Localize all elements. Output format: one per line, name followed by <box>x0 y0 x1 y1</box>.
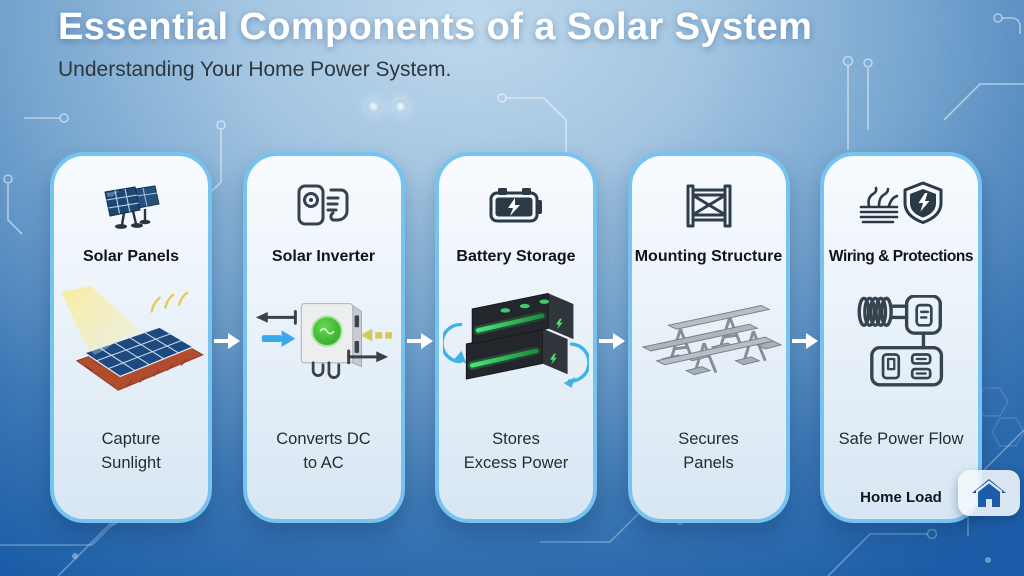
rooftop-solar-array-illustration <box>61 286 204 391</box>
home-button[interactable] <box>958 470 1020 516</box>
stacked-batteries-illustration <box>443 292 589 388</box>
card-solar-panels: Solar Panels <box>50 152 212 523</box>
flow-arrow-icon <box>407 332 433 350</box>
solar-panels-icon <box>104 185 160 229</box>
flow-arrow-icon <box>792 332 818 350</box>
glow-node <box>394 100 407 113</box>
flow-arrow-icon <box>214 332 240 350</box>
card-title: Battery Storage <box>456 248 576 265</box>
mounting-rails-illustration <box>640 305 782 376</box>
card-title: Solar Panels <box>82 248 180 265</box>
component-cards-row: Solar Panels <box>50 152 982 523</box>
card-solar-inverter: Solar Inverter <box>242 152 405 523</box>
card-title: Mounting Structure <box>634 248 783 265</box>
page-subtitle: Understanding Your Home Power System. <box>58 58 452 81</box>
scaffold-frame-icon <box>686 184 731 228</box>
wiring-shield-icon <box>859 181 943 224</box>
card-title: Solar Inverter <box>271 248 376 265</box>
card-caption: Secures Panels <box>678 430 739 472</box>
battery-bolt-icon <box>489 188 542 223</box>
page-title: Essential Components of a Solar System <box>58 6 813 48</box>
card-mounting-structure: Mounting Structure <box>627 152 790 523</box>
flow-arrow-icon <box>599 332 625 350</box>
inverter-icon <box>297 184 348 226</box>
card-caption: Safe Power Flow <box>838 430 964 448</box>
card-wiring-protections: Wiring & Protections <box>820 152 982 523</box>
inverter-box-illustration <box>255 302 392 379</box>
card-caption: Capture Sunlight <box>101 430 161 472</box>
wiring-diagram-illustration <box>857 294 944 386</box>
home-icon <box>972 479 1006 507</box>
card-title: Wiring & Protections <box>828 248 974 265</box>
card-caption: Stores Excess Power <box>463 430 569 472</box>
glow-node <box>367 100 380 113</box>
card-caption: Converts DC to AC <box>276 430 371 472</box>
card-battery-storage: Battery Storage <box>435 152 597 523</box>
home-load-label: Home Load <box>860 489 942 506</box>
